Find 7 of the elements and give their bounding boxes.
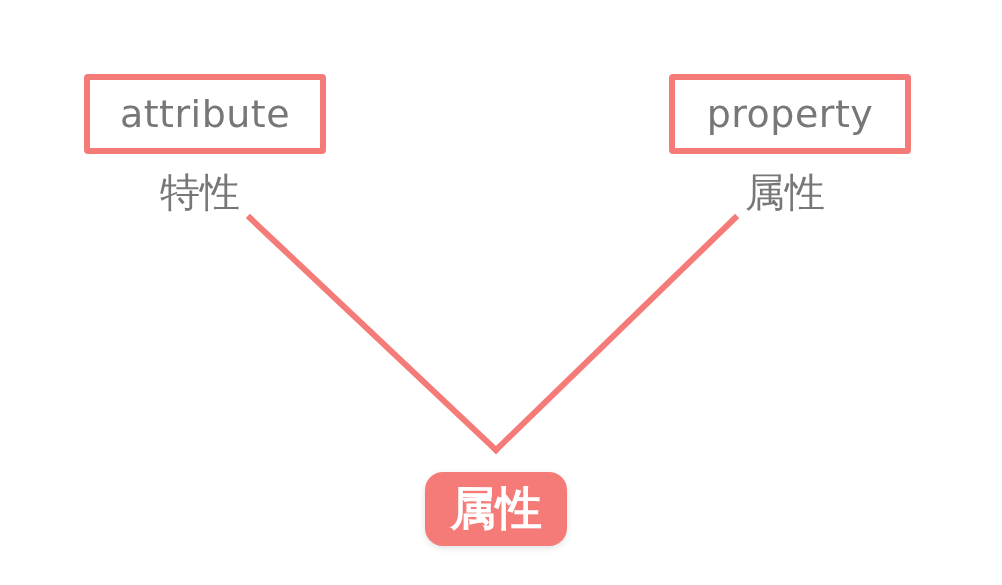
translation-label: 属性	[744, 170, 826, 214]
connector-line	[247, 215, 499, 453]
result-badge: 属性	[425, 472, 567, 546]
term-box: property	[669, 74, 911, 154]
term-box: attribute	[84, 74, 326, 154]
translation-label: 特性	[159, 170, 241, 214]
connector-line	[493, 215, 738, 453]
